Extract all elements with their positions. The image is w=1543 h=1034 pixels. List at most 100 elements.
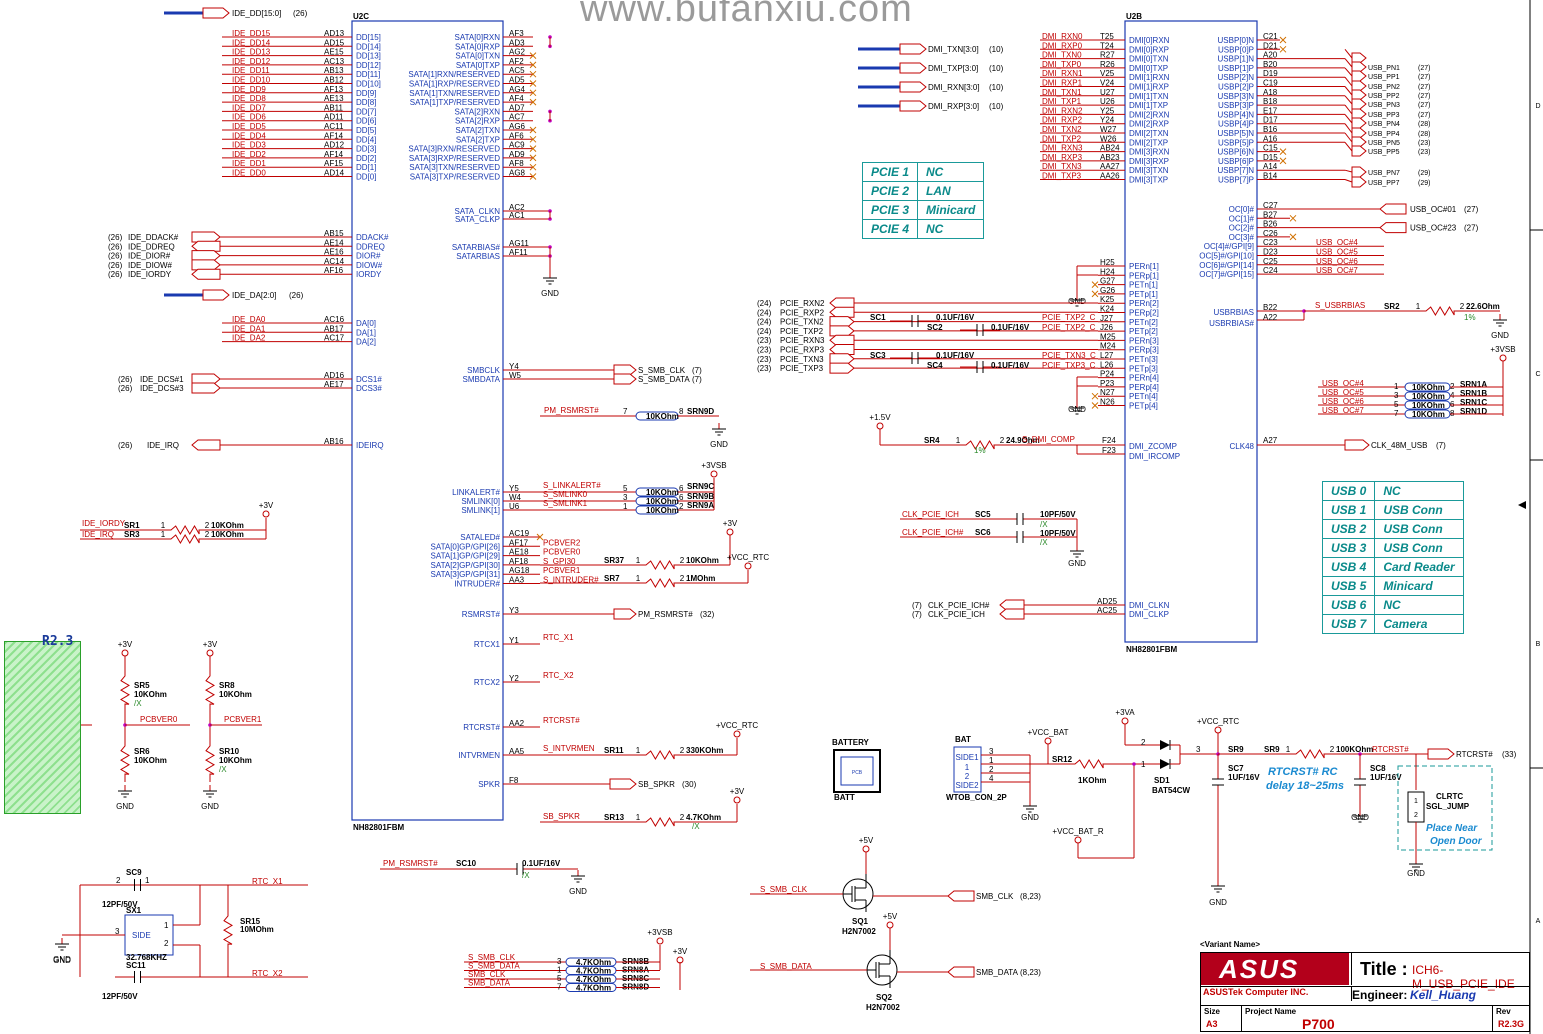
pin-num: 2 (116, 876, 121, 885)
ball-label: AC9 (509, 141, 525, 150)
pin-label: USBP[5]P (1218, 138, 1254, 147)
ball-label: A16 (1263, 134, 1278, 143)
usb-table-use: Card Reader (1374, 557, 1464, 577)
gnd-label: GND (1021, 813, 1039, 822)
ball-label: AF17 (509, 538, 529, 547)
project-value: P700 (1302, 1016, 1335, 1032)
pin-label: IDEIRQ (356, 441, 384, 450)
pin-label: OC[5]#/GPI[10] (1199, 252, 1254, 261)
ball-label: D15 (1263, 153, 1278, 162)
net-label: RTC_X2 (252, 969, 283, 978)
pin-label: LINKALERT# (452, 488, 500, 497)
gnd-label: GND (1068, 559, 1086, 568)
usb-table-use: NC (1374, 595, 1464, 615)
ref-designator: BATT (834, 793, 855, 802)
page-ref: (10) (989, 64, 1004, 73)
ball-label: H24 (1100, 267, 1115, 276)
ball-label: H25 (1100, 258, 1115, 267)
power-symbol (1499, 354, 1507, 362)
ball-label: M24 (1100, 342, 1116, 351)
ball-label: W5 (509, 371, 522, 380)
ball-label: AG18 (509, 566, 530, 575)
wire (1344, 179, 1353, 183)
component-value: 100KOhm (1336, 745, 1373, 754)
pin-label: PETp[3] (1129, 364, 1158, 373)
ball-label: AF3 (509, 29, 524, 38)
ball-label: AF11 (509, 248, 528, 257)
component-value: 32.768KHZ (126, 953, 167, 962)
wire (529, 89, 537, 97)
company-name: ASUSTek Computer INC. (1201, 986, 1353, 999)
pin-label: DD[9] (356, 89, 376, 98)
pin-label: DMI[1]TXP (1129, 101, 1168, 110)
usb-table-port: USB 2 (1321, 519, 1376, 539)
net-label: USB_OC#6 (1322, 397, 1364, 406)
net-label: DMI_TXN1 (1042, 88, 1082, 97)
ball-label: B18 (1263, 97, 1278, 106)
pcie-port (829, 353, 855, 365)
usb-table-use: NC (1374, 481, 1464, 501)
net-label: RTC_X2 (543, 671, 574, 680)
pin-label: USBP[6]N (1218, 148, 1255, 157)
page-ref: (10) (989, 83, 1004, 92)
wire (536, 533, 544, 541)
wire (529, 163, 537, 171)
net-label: RTCRST# (1372, 745, 1409, 754)
pin-label: SATA[3]TXN/RESERVED (409, 163, 500, 172)
ball-label: D21 (1263, 41, 1278, 50)
ball-label: M25 (1100, 332, 1116, 341)
ball-label: AF16 (324, 266, 344, 275)
ide-dd-bus-port (202, 7, 230, 19)
ball-label: AG6 (509, 122, 526, 131)
ball-label: B22 (1263, 303, 1278, 312)
resistor (120, 525, 250, 535)
usb-port (1351, 176, 1367, 188)
usb-table-use: Camera (1374, 614, 1464, 634)
pin-num: 1 (636, 574, 641, 583)
ball-label: AE18 (509, 548, 529, 557)
ball-label: B26 (1263, 220, 1278, 229)
page-ref: (7) (692, 366, 702, 375)
ref-designator: SC10 (456, 859, 477, 868)
resistor (205, 738, 215, 782)
pin-num: 2 (680, 813, 685, 822)
pin-label: OC[4]#/GPI[9] (1204, 242, 1254, 251)
pcie-table-port: PCIE 4 (861, 219, 919, 239)
pin-label: SATA[0]RXN (455, 33, 501, 42)
spkr-port (609, 778, 637, 790)
pin-label: SMLINK[0] (461, 497, 500, 506)
component-value: 1KOhm (1078, 776, 1106, 785)
pin-label: DD[3] (356, 145, 376, 154)
ball-label: R27 (1100, 51, 1115, 60)
net-label: DMI_TXN0 (1042, 51, 1082, 60)
pin-label: USBP[4]N (1218, 110, 1255, 119)
ball-label: W26 (1100, 134, 1117, 143)
usb-table-port: USB 5 (1321, 576, 1376, 596)
ball-label: AC17 (324, 334, 345, 343)
ball-label: C26 (1263, 229, 1278, 238)
dcs-port (191, 373, 221, 385)
gnd-label: GND (53, 956, 71, 965)
ball-label: AC11 (324, 122, 344, 131)
component-value: 4.7KOhm (576, 984, 611, 993)
ball-label: C19 (1263, 79, 1278, 88)
pin-label: USBP[7]N (1218, 166, 1255, 175)
pin-num: 2 (205, 530, 210, 539)
pin-label: DMI[3]RXN (1129, 148, 1170, 157)
ball-label: AA27 (1100, 162, 1120, 171)
page-ref: (26) (289, 291, 304, 300)
wire (1091, 392, 1099, 400)
wire (1279, 45, 1287, 53)
ref-designator: SR9 (1264, 745, 1280, 754)
option-label: /X (219, 765, 227, 774)
wire (1279, 157, 1287, 165)
ball-label: AC25 (1097, 606, 1118, 615)
pin-num: 6 (679, 493, 684, 502)
wire (1344, 48, 1353, 59)
ref-designator: SR5 (134, 681, 150, 690)
engineer-cell: Engineer: Kell_Huang (1351, 986, 1530, 1002)
ball-label: AD11 (324, 113, 344, 122)
